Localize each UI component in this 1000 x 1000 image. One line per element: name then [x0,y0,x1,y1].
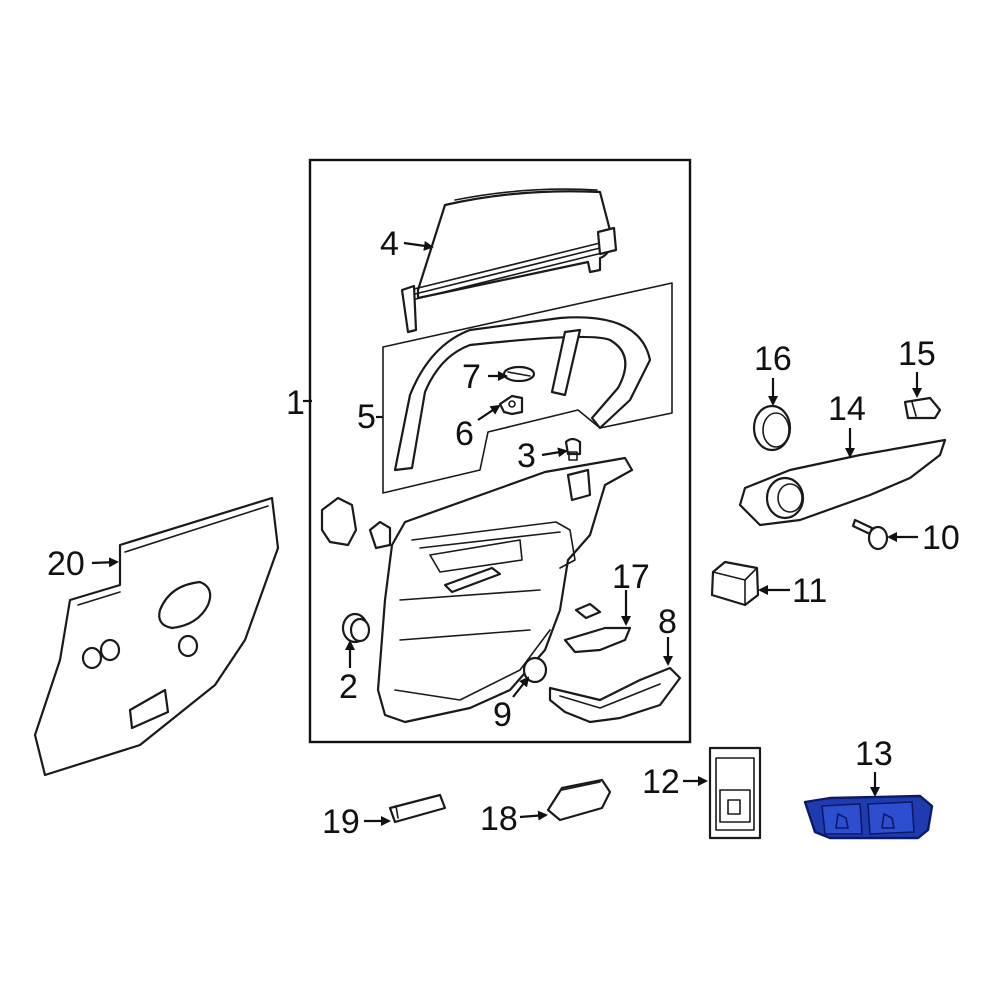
part-15-clip[interactable] [903,396,942,420]
assembly-frame [308,158,692,744]
callout-15: 15 [898,335,936,373]
part-18-handle-housing[interactable] [546,778,612,822]
callout-10: 10 [922,519,960,557]
speaker-bracket [320,496,392,550]
leader-lines [91,240,922,826]
part-9-bumper[interactable] [522,656,548,684]
callout-14: 14 [828,390,866,428]
callout-labels: 1 4 5 7 6 3 2 9 8 17 16 15 14 10 11 12 1… [47,225,960,841]
part-17-handle-insert[interactable] [563,602,632,654]
callout-13: 13 [855,735,893,773]
callout-9: 9 [493,696,512,734]
callout-3: 3 [517,437,536,475]
callout-5: 5 [357,398,376,436]
callout-19: 19 [322,803,360,841]
part-20-water-shield[interactable] [33,496,280,777]
part-12-window-switch[interactable] [708,746,762,840]
callout-12: 12 [642,763,680,801]
callout-1: 1 [286,384,305,422]
part-14-trim-insert[interactable] [738,438,947,527]
part-19-light[interactable] [388,793,447,824]
callout-7: 7 [462,358,481,396]
part-11-switch-housing[interactable] [710,560,760,607]
part-10-screw[interactable] [851,518,889,551]
part-8-armrest[interactable] [548,666,682,724]
callout-18: 18 [480,800,518,838]
callout-11: 11 [792,572,827,610]
part-13-seat-switch[interactable] [803,794,934,840]
callout-8: 8 [658,603,677,641]
part-16-speaker-cover[interactable] [752,404,792,452]
part-4-sunshade[interactable] [400,188,618,334]
callout-4: 4 [380,225,399,263]
callout-20: 20 [47,545,85,583]
part-3-clip[interactable] [564,437,582,461]
part-2-grommet[interactable] [341,612,371,644]
part-5-upper-trim[interactable] [382,282,673,494]
callout-16: 16 [754,340,792,378]
part-7-clip[interactable] [502,365,536,383]
callout-17: 17 [612,558,650,596]
part-6-clip[interactable] [498,394,524,416]
door-trim-panel[interactable] [376,456,634,724]
callout-6: 6 [455,415,474,453]
callout-2: 2 [339,668,358,706]
